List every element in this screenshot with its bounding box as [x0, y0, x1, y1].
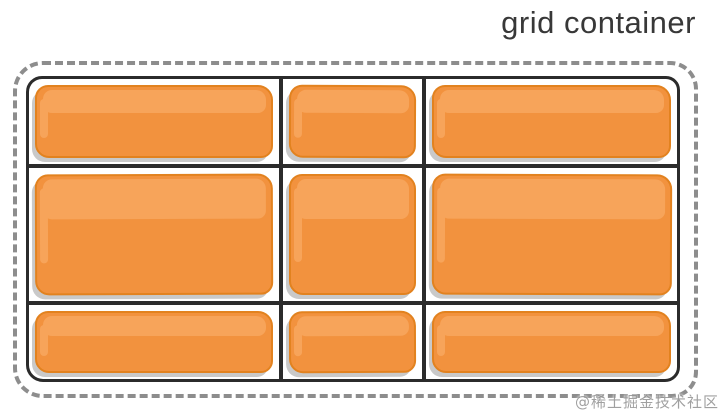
- grid-cell-r1-c3: [425, 79, 677, 164]
- grid-item-3: [431, 85, 671, 158]
- grid-cell-r3-c2: [282, 304, 422, 379]
- grid-item-1: [35, 85, 273, 158]
- grid: [26, 76, 680, 382]
- grid-item-9: [431, 310, 671, 373]
- grid-item-4: [34, 173, 273, 296]
- grid-cell-r3-c3: [425, 304, 677, 379]
- grid-cell-r2-c3: [425, 167, 677, 301]
- watermark: @稀土掘金技术社区: [574, 393, 719, 411]
- grid-cell-r2-c1: [29, 167, 279, 301]
- grid-item-6: [431, 173, 672, 296]
- grid-cell-r3-c1: [29, 304, 279, 379]
- grid-cell-r1-c2: [282, 79, 422, 164]
- grid-container-outline: [13, 61, 698, 398]
- diagram-title: grid container: [501, 5, 696, 40]
- grid-item-5: [288, 173, 416, 295]
- grid-item-7: [35, 310, 273, 373]
- grid-cell-r2-c2: [282, 167, 422, 301]
- grid-item-8: [288, 310, 416, 374]
- grid-cell-r1-c1: [29, 79, 279, 164]
- grid-item-2: [288, 84, 416, 159]
